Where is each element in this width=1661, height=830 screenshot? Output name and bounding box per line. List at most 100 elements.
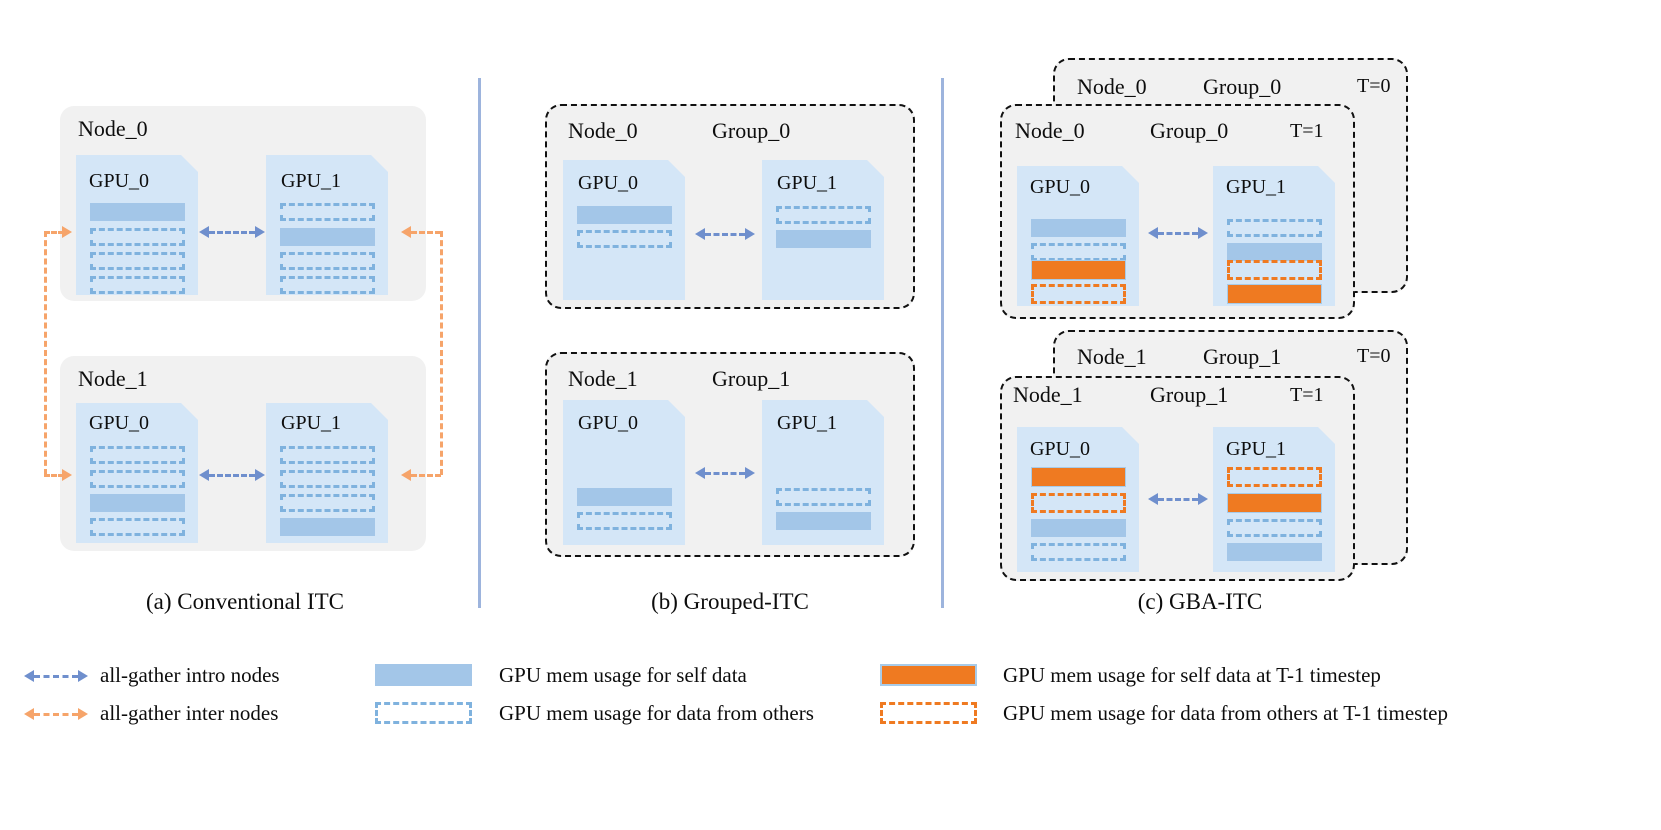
- intra-node-arrow-head-left: [695, 467, 705, 479]
- inter-node-arrow-left-bottom: [44, 474, 64, 477]
- mem-bar-self: [90, 203, 185, 221]
- panel-c-node-1-group-label-t0: Group_1: [1203, 344, 1282, 369]
- mem-bar-self: [280, 518, 375, 536]
- legend-label-all-gather-inter: all-gather inter nodes: [100, 701, 279, 725]
- inter-node-arrow-head-top-left: [62, 226, 72, 238]
- mem-bar-self-prev: [1227, 493, 1322, 513]
- panel-c-node-0-group-label-t0: Group_0: [1203, 74, 1282, 99]
- panel-b-node-1-group-label: Group_1: [712, 366, 791, 391]
- mem-bar-others: [280, 203, 375, 221]
- intra-node-arrow-line: [1158, 232, 1198, 235]
- mem-bar-others: [280, 470, 375, 488]
- legend-swatch-self-data: [375, 664, 472, 686]
- mem-bar-others-prev: [1031, 493, 1126, 513]
- inter-node-arrow-head-bottom-left: [62, 469, 72, 481]
- panel-c-node-1-group-label-t1: Group_1: [1150, 382, 1229, 407]
- panel-b-node-0-gpu-0-label: GPU_0: [578, 172, 639, 194]
- panel-c-node-1-label-t1: Node_1: [1013, 382, 1083, 407]
- mem-bar-self-prev: [1227, 284, 1322, 304]
- inter-node-arrow-right-vertical: [440, 231, 443, 475]
- legend-swatch-others-data-prev: [880, 702, 977, 724]
- panel-divider-b-c: [941, 78, 944, 608]
- intra-node-arrow-head-left: [1148, 493, 1158, 505]
- panel-a-node-0-gpu-1-label: GPU_1: [281, 170, 342, 192]
- legend-label-all-gather-intra: all-gather intro nodes: [100, 663, 280, 687]
- legend-swatch-self-data-prev: [880, 664, 977, 686]
- panel-a-node-0-gpu-1-card: [266, 155, 388, 295]
- panel-c-node-0-label-t1: Node_0: [1015, 118, 1085, 143]
- mem-bar-others: [1031, 243, 1126, 261]
- mem-bar-self: [776, 230, 871, 248]
- panel-c-node-0-group-label-t1: Group_0: [1150, 118, 1229, 143]
- intra-node-arrow-line: [705, 233, 745, 236]
- mem-bar-others: [90, 518, 185, 536]
- mem-bar-others: [90, 228, 185, 246]
- panel-divider-a-b: [478, 78, 481, 608]
- intra-node-arrow-head-right: [255, 226, 265, 238]
- mem-bar-others: [280, 276, 375, 294]
- intra-node-arrow-head-right: [1198, 493, 1208, 505]
- panel-a-node-0-label: Node_0: [78, 116, 148, 141]
- inter-node-arrow-right-bottom: [411, 474, 441, 477]
- mem-bar-self-prev: [1031, 260, 1126, 280]
- mem-bar-others: [90, 276, 185, 294]
- intra-node-arrow-head-right: [255, 469, 265, 481]
- mem-bar-others: [577, 230, 672, 248]
- intra-node-arrow-head-right: [1198, 227, 1208, 239]
- mem-bar-self: [90, 494, 185, 512]
- panel-c-node-1-label-t0: Node_1: [1077, 344, 1147, 369]
- panel-a-node-0-gpu-0-label: GPU_0: [89, 170, 150, 192]
- intra-node-arrow-line: [705, 472, 745, 475]
- mem-bar-others: [1031, 543, 1126, 561]
- intra-node-arrow-line: [1158, 498, 1198, 501]
- panel-c-node-0-gpu-0-label: GPU_0: [1030, 176, 1091, 198]
- intra-node-arrow-head-left: [695, 228, 705, 240]
- panel-a-node-1-label: Node_1: [78, 366, 148, 391]
- legend-arrow-orange-line: [34, 713, 78, 716]
- panel-b-node-1-gpu-0-label: GPU_0: [578, 412, 639, 434]
- panel-a-node-1-gpu-0-label: GPU_0: [89, 412, 150, 434]
- mem-bar-self: [577, 206, 672, 224]
- mem-bar-others: [1227, 519, 1322, 537]
- inter-node-arrow-right-top: [411, 231, 441, 234]
- mem-bar-others: [90, 446, 185, 464]
- intra-node-arrow-head-left: [199, 469, 209, 481]
- panel-a-node-0-gpu-0-card: [76, 155, 198, 295]
- mem-bar-others: [280, 494, 375, 512]
- intra-node-arrow-head-left: [1148, 227, 1158, 239]
- panel-b-node-0-label: Node_0: [568, 118, 638, 143]
- mem-bar-self-prev: [1031, 467, 1126, 487]
- legend-arrow-blue-head-right: [78, 670, 88, 682]
- intra-node-arrow-head-left: [199, 226, 209, 238]
- mem-bar-others-prev: [1031, 284, 1126, 304]
- intra-node-arrow-line: [209, 474, 255, 477]
- intra-node-arrow-line: [209, 231, 255, 234]
- panel-c-node-1-gpu-1-label: GPU_1: [1226, 438, 1287, 460]
- mem-bar-others-prev: [1227, 467, 1322, 487]
- mem-bar-others: [1227, 219, 1322, 237]
- panel-a-caption: (a) Conventional ITC: [145, 589, 344, 614]
- panel-c-node-1-gpu-0-label: GPU_0: [1030, 438, 1091, 460]
- panel-a-node-1-gpu-1-label: GPU_1: [281, 412, 342, 434]
- panel-b-node-1-gpu-0-card: [563, 400, 685, 545]
- panel-c-node-1-timestep-t1: T=1: [1290, 384, 1324, 406]
- panel-c-node-0-label-t0: Node_0: [1077, 74, 1147, 99]
- mem-bar-self: [1031, 219, 1126, 237]
- panel-c-node-0-gpu-1-label: GPU_1: [1226, 176, 1287, 198]
- mem-bar-others: [776, 488, 871, 506]
- legend-arrow-orange-head-right: [78, 708, 88, 720]
- mem-bar-self: [280, 228, 375, 246]
- panel-b-node-0-gpu-1-label: GPU_1: [777, 172, 838, 194]
- mem-bar-others: [280, 252, 375, 270]
- mem-bar-self: [1031, 519, 1126, 537]
- panel-c-node-0-timestep-t1: T=1: [1290, 120, 1324, 142]
- panel-b-node-1-gpu-1-label: GPU_1: [777, 412, 838, 434]
- panel-c-node-1-gpu-0-card: [1017, 427, 1139, 572]
- panel-b-caption: (b) Grouped-ITC: [651, 589, 809, 614]
- mem-bar-others: [90, 252, 185, 270]
- legend-label-self-data-prev: GPU mem usage for self data at T-1 times…: [1003, 663, 1381, 687]
- legend-arrow-orange-head-left: [24, 708, 34, 720]
- legend-label-others-data-prev: GPU mem usage for data from others at T-…: [1003, 701, 1448, 725]
- panel-c-node-0-timestep-t0: T=0: [1357, 75, 1391, 97]
- panel-b-node-1-label: Node_1: [568, 366, 638, 391]
